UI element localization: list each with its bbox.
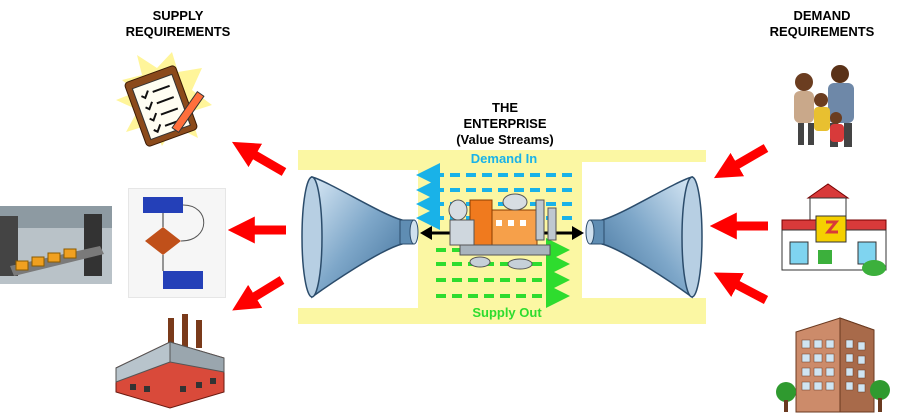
right-funnel-icon [585,176,703,299]
demand-requirements-heading: DEMAND REQUIREMENTS [762,8,882,40]
family-icon [776,60,876,152]
clipboard-icon [116,52,212,147]
enterprise-title-line2: ENTERPRISE [463,116,547,131]
red-arrow-supply-1 [231,141,287,176]
factory-icon [115,314,225,409]
demand-in-label: Demand In [470,151,538,166]
office-building-icon [776,317,890,413]
left-funnel-icon [301,176,419,299]
supply-requirements-heading: SUPPLY REQUIREMENTS [118,8,238,40]
supply-heading-line2: REQUIREMENTS [125,24,231,39]
demand-heading-line2: REQUIREMENTS [769,24,875,39]
demand-heading-line1: DEMAND [793,8,851,23]
enterprise-title-line3: (Value Streams) [456,132,554,147]
enterprise-factory-icon [448,193,557,270]
red-arrow-demand-3 [713,272,769,304]
red-arrow-supply-3 [232,276,285,311]
enterprise-title-line1: THE [492,100,518,115]
red-arrow-demand-1 [713,144,769,179]
supply-heading-line1: SUPPLY [152,8,204,23]
flowchart-icon [128,188,226,298]
black-arrowhead-right [572,226,584,240]
store-icon [781,183,887,276]
enterprise-title: THE ENTERPRISE (Value Streams) [430,100,580,148]
black-arrowhead-left [420,226,432,240]
supply-out-label: Supply Out [472,305,542,320]
conveyor-icon [0,206,112,284]
